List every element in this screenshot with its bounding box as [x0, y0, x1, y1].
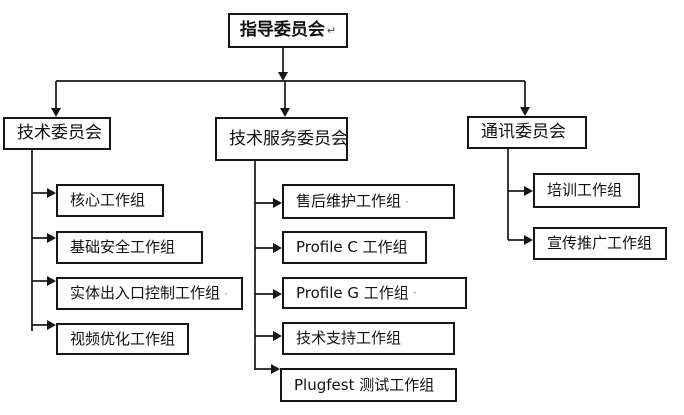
arrow-right-icon	[47, 276, 56, 286]
node-steering-committee: 指导委员会↵	[228, 13, 348, 48]
node-technical-support-workgroup: 技术支持工作组	[282, 322, 455, 355]
node-label: 核心工作组	[70, 191, 146, 209]
node-profile-g-workgroup: Profile G 工作组·	[282, 277, 467, 309]
format-mark: ·	[412, 286, 417, 300]
arrow-right-icon	[273, 243, 282, 253]
arrow-right-icon	[273, 331, 282, 341]
node-label: 指导委员会	[239, 20, 325, 40]
node-label: 通讯委员会	[481, 122, 566, 142]
node-label: 宣传推广工作组	[547, 234, 653, 252]
arrow-down-icon	[278, 72, 288, 81]
node-physical-access-control-workgroup: 实体出入口控制工作组·	[56, 277, 243, 310]
node-basic-security-workgroup: 基础安全工作组	[56, 231, 203, 264]
arrow-right-icon	[524, 235, 533, 245]
arrow-down-icon	[280, 108, 290, 117]
node-publicity-promotion-workgroup: 宣传推广工作组	[533, 227, 667, 260]
node-core-workgroup: 核心工作组	[56, 184, 164, 217]
node-technical-committee: 技术委员会	[3, 117, 111, 150]
paragraph-mark: ↵	[326, 24, 337, 37]
node-label: 培训工作组	[547, 181, 623, 199]
arrow-right-icon	[524, 186, 533, 196]
format-mark: ·	[224, 286, 228, 301]
arrow-right-icon	[273, 289, 282, 299]
arrow-right-icon	[47, 188, 56, 198]
node-label: 实体出入口控制工作组	[70, 284, 221, 302]
node-training-workgroup: 培训工作组	[533, 173, 640, 208]
node-label: 售后维护工作组	[296, 192, 402, 210]
node-label: 技术支持工作组	[296, 329, 402, 347]
node-technical-service-committee: 技术服务委员会	[215, 117, 348, 161]
node-after-sales-maintenance-workgroup: 售后维护工作组·	[282, 184, 455, 219]
node-plugfest-testing-workgroup: Plugfest 测试工作组	[280, 368, 457, 402]
arrow-right-icon	[47, 320, 56, 330]
node-video-optimization-workgroup: 视频优化工作组	[56, 323, 189, 355]
node-label: 基础安全工作组	[70, 238, 176, 256]
arrow-right-icon	[47, 233, 56, 243]
node-label: Profile G 工作组	[296, 283, 409, 302]
arrow-right-icon	[273, 198, 282, 208]
node-communication-committee: 通讯委员会	[467, 116, 587, 149]
format-mark: ·	[405, 194, 409, 209]
arrow-down-icon	[51, 108, 61, 117]
node-label: Plugfest 测试工作组	[294, 375, 435, 394]
node-label: 技术委员会	[17, 123, 102, 143]
node-profile-c-workgroup: Profile C 工作组	[282, 231, 427, 264]
arrow-right-icon	[271, 364, 280, 374]
node-label: 技术服务委员会	[229, 128, 348, 149]
arrow-down-icon	[520, 107, 530, 116]
node-label: 视频优化工作组	[70, 329, 176, 348]
node-label: Profile C 工作组	[296, 238, 408, 256]
